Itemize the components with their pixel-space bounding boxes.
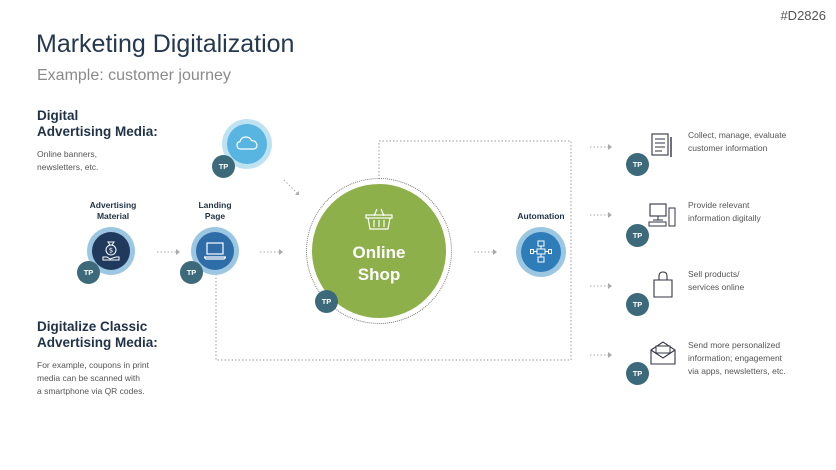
tp-badge-outcome-1: TP: [626, 153, 649, 176]
classic-ads-desc-3: a smartphone via QR codes.: [37, 386, 145, 396]
classic-ads-desc-2: media can be scanned with: [37, 373, 141, 383]
document-icon: [651, 133, 672, 157]
money-hand-icon: $: [102, 241, 120, 261]
tp-badge-outcome-2: TP: [626, 224, 649, 247]
classic-ads-heading-2: Advertising Media:: [37, 335, 158, 350]
classic-ads-heading-1: Digitalize Classic: [37, 319, 148, 334]
online-shop-title-1: Online: [352, 243, 406, 262]
svg-text:$: $: [109, 247, 113, 255]
tp-badge-landing: TP: [180, 261, 203, 284]
page-subtitle: Example: customer journey: [37, 67, 231, 84]
slide-id: #D2826: [780, 8, 826, 23]
outcome-3-text: Sell products/ services online: [688, 269, 745, 292]
top-connector: [378, 140, 571, 176]
flowchart-icon: [530, 240, 552, 263]
classic-ads-block: Digitalize Classic Advertising Media: Fo…: [37, 319, 158, 398]
digital-ads-desc-2: newsletters, etc.: [37, 162, 99, 172]
laptop-icon: [204, 242, 226, 260]
automation-node[interactable]: [516, 227, 566, 277]
outcome-1-text: Collect, manage, evaluate customer infor…: [688, 130, 787, 153]
digital-ads-heading-1: Digital: [37, 108, 79, 123]
tp-badge-cloud: TP: [212, 155, 235, 178]
shopping-bag-icon: [653, 271, 673, 298]
arrow-cloud-to-shop: [283, 179, 298, 194]
bottom-connector: [215, 141, 572, 361]
outcome-2-text: Provide relevant information digitally: [688, 200, 761, 223]
advertising-material-label: Advertising Material: [89, 200, 137, 221]
tp-badge-shop: TP: [315, 290, 338, 313]
tp-badge-advertising: TP: [77, 261, 100, 284]
automation-label: Automation: [517, 211, 565, 221]
cloud-icon: [236, 136, 258, 150]
digital-ads-heading-2: Advertising Media:: [37, 124, 158, 139]
digital-ads-desc-1: Online banners,: [37, 149, 98, 159]
landing-page-label: Landing Page: [198, 200, 232, 221]
outcome-4-text: Send more personalized information; enga…: [688, 340, 786, 376]
online-shop-title-2: Shop: [357, 265, 401, 284]
shopping-basket-icon: [365, 208, 393, 230]
computer-icon: [648, 203, 676, 227]
envelope-icon: [650, 341, 676, 365]
online-shop-outer-ring: [306, 178, 452, 324]
page-title: Marketing Digitalization: [36, 30, 295, 58]
digital-ads-block: Digital Advertising Media: Online banner…: [37, 108, 158, 174]
tp-badge-outcome-4: TP: [626, 362, 649, 385]
tp-badge-outcome-3: TP: [626, 293, 649, 316]
classic-ads-desc-1: For example, coupons in print: [37, 360, 149, 370]
